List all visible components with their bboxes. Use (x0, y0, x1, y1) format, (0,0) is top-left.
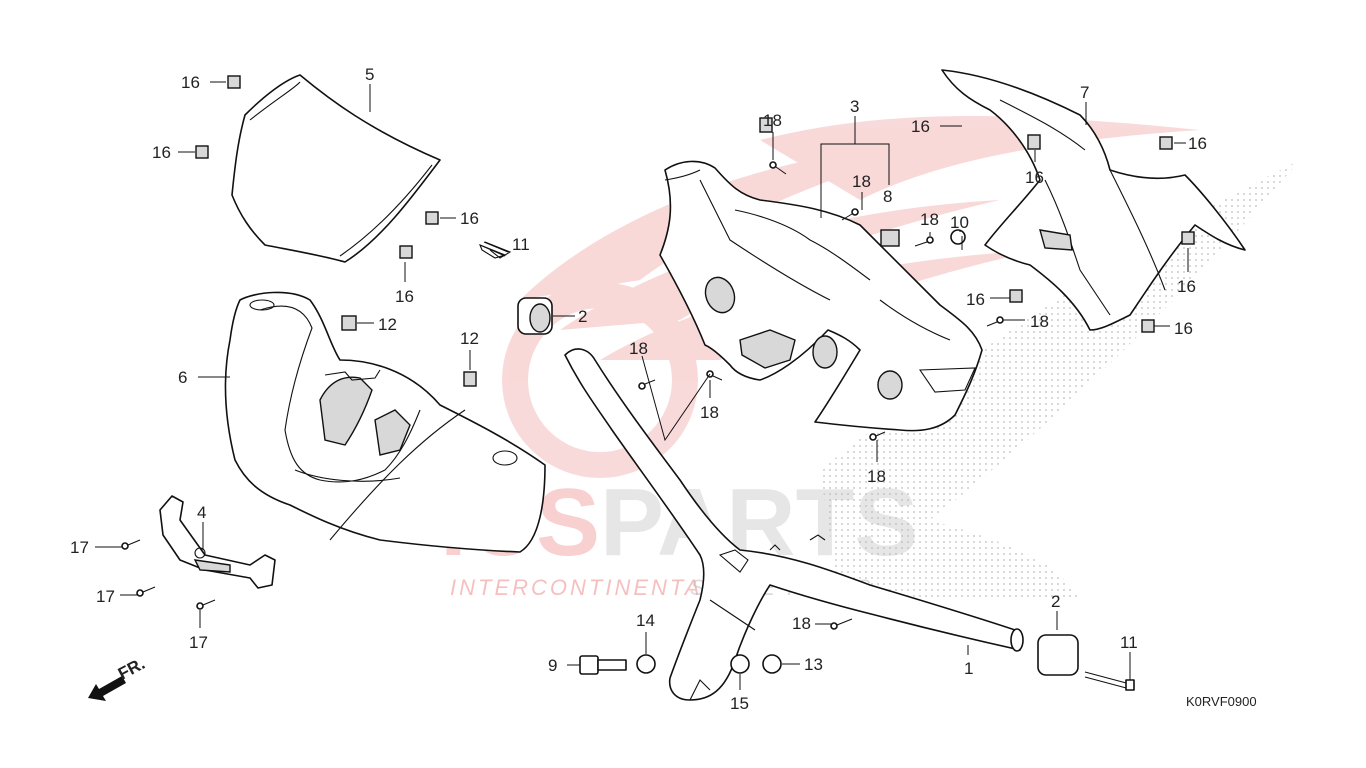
callout-16-d: 16 (395, 287, 414, 306)
front-arrow-icon (88, 676, 126, 701)
callout-17-a: 17 (70, 538, 89, 557)
leader-lines (95, 81, 1189, 690)
callout-12-left: 12 (378, 315, 397, 334)
part-2-weight-left (517, 297, 553, 335)
callout-16-b: 16 (152, 143, 171, 162)
callout-18-a: 18 (763, 111, 782, 130)
callout-3: 3 (850, 97, 859, 116)
callout-8: 8 (883, 187, 892, 206)
callout-7: 7 (1080, 83, 1089, 102)
callout-11-lower: 11 (1120, 633, 1138, 652)
part-5-visor (231, 74, 441, 263)
callout-18-g: 18 (867, 467, 886, 486)
part-13-nut (762, 654, 782, 674)
callout-1: 1 (964, 659, 973, 678)
part-7-rear-upper-cover (941, 69, 1246, 331)
callout-16-i: 16 (1174, 319, 1193, 338)
callout-5: 5 (365, 65, 374, 84)
callout-2-lower: 2 (1051, 592, 1060, 611)
callout-18-d: 18 (1030, 312, 1049, 331)
part-9-bolt (579, 655, 627, 675)
part-11-bolt-right (1084, 671, 1135, 691)
callout-6: 6 (178, 368, 187, 387)
part-1-handlebar (564, 348, 1024, 701)
callout-17-b: 17 (96, 587, 115, 606)
callout-16-h: 16 (1177, 277, 1196, 296)
callout-18-b: 18 (852, 172, 871, 191)
part-12-clip-right (463, 371, 477, 387)
part-4-bracket (159, 495, 276, 589)
callout-4: 4 (197, 503, 206, 522)
callout-16-g: 16 (1188, 134, 1207, 153)
callout-9: 9 (548, 656, 557, 675)
callout-18-f: 18 (700, 403, 719, 422)
callout-10: 10 (950, 213, 969, 232)
callout-11-upper: 11 (512, 235, 530, 254)
callout-13: 13 (804, 655, 823, 674)
callout-16-c: 16 (460, 209, 479, 228)
callouts: 1 2 2 3 4 5 6 7 8 9 10 11 11 12 12 13 14… (70, 65, 1207, 713)
watermark-tagline-a: INTERCONTINENTAL (450, 575, 718, 600)
callout-18-e: 18 (629, 339, 648, 358)
diagram-code: K0RVF0900 (1186, 694, 1257, 709)
callout-2-upper: 2 (578, 307, 587, 326)
callout-16-j: 16 (966, 290, 985, 309)
part-11-bolt-left (479, 241, 512, 259)
front-direction-indicator: FR. (88, 654, 148, 701)
callout-18-h: 18 (792, 614, 811, 633)
callout-18-c: 18 (920, 210, 939, 229)
callout-16-f: 16 (1025, 168, 1044, 187)
callout-14: 14 (636, 611, 655, 630)
part-8-pad (880, 229, 900, 247)
callout-15: 15 (730, 694, 749, 713)
callout-12-right: 12 (460, 329, 479, 348)
part-2-weight-right (1037, 634, 1079, 676)
part-15-nut (730, 654, 750, 674)
screws (121, 161, 1004, 630)
callout-17-c: 17 (189, 633, 208, 652)
part-6-front-cover (224, 291, 546, 553)
part-14-washer (636, 654, 656, 674)
callout-16-a: 16 (181, 73, 200, 92)
part-16-clips (195, 75, 1195, 333)
part-12-clip-left (341, 315, 357, 331)
callout-16-e: 16 (911, 117, 930, 136)
part-3-rear-cover (659, 160, 983, 432)
part-10-grommet (950, 229, 966, 245)
